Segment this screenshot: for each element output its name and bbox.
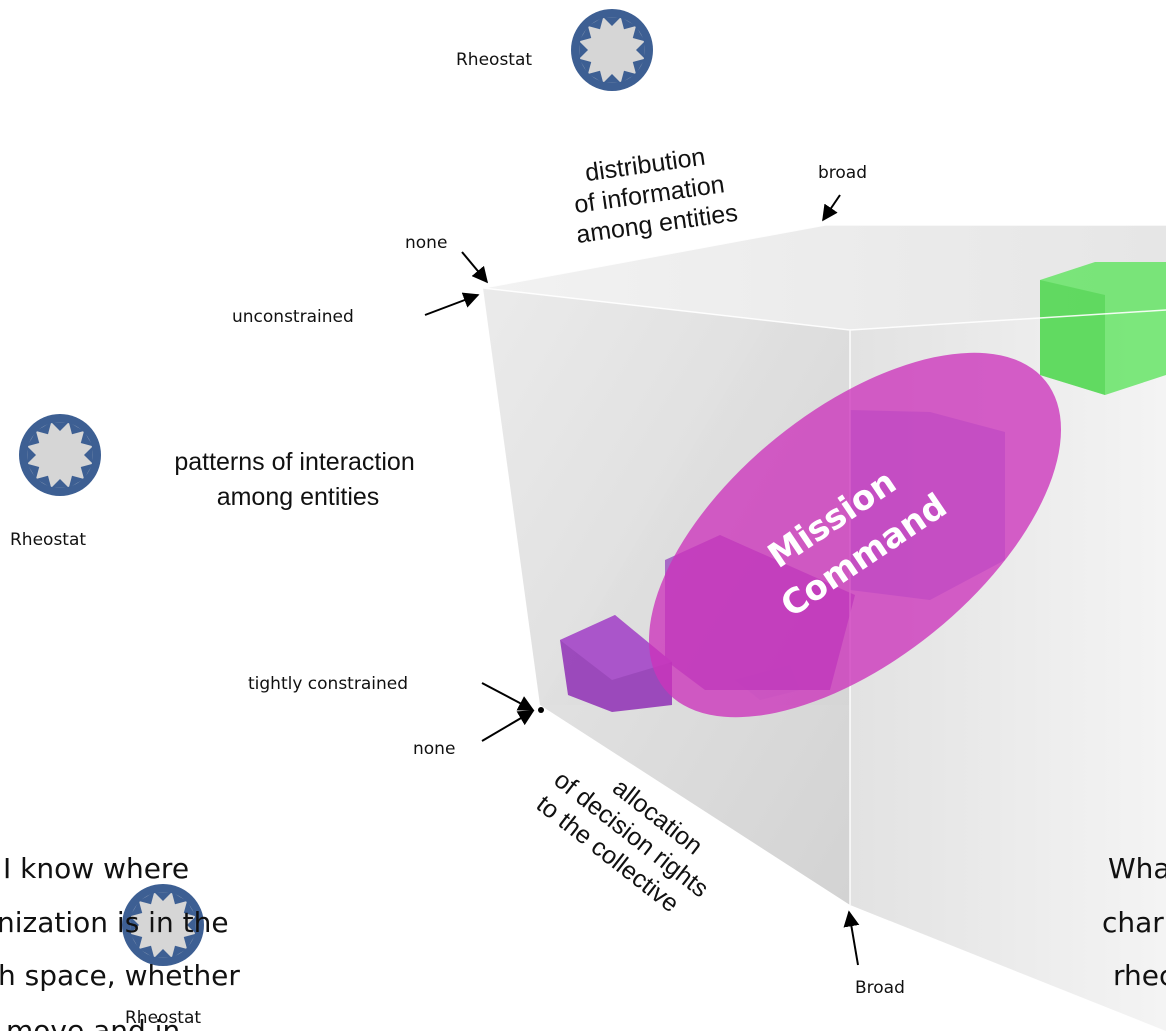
rheostat-tooth (579, 41, 588, 59)
rheostat-label-top: Rheostat (456, 50, 532, 70)
rheostat-icon (571, 9, 653, 91)
unconstrained-label: unconstrained (232, 307, 354, 327)
rheostat-tooth (154, 892, 172, 901)
rheostat-tooth (68, 475, 85, 488)
right-body-text: Wha char rhec (1102, 852, 1166, 992)
arrow-icon (424, 292, 480, 316)
green-box-face (1040, 280, 1105, 395)
purple-box-small-top (560, 615, 672, 680)
rheostat-tooth (84, 446, 93, 464)
arrow-icon (481, 682, 535, 711)
rheostat-tooth (183, 933, 196, 950)
information-axis-label: distribution of information among entiti… (566, 139, 739, 249)
rheostat-tooth (130, 916, 139, 934)
interaction-axis-label: patterns of interaction among entities (174, 448, 421, 511)
arrow-icon (461, 251, 489, 284)
mission-command-region: Mission Command (648, 352, 1062, 718)
rheostat-tooth (603, 17, 621, 26)
rheostat-tooth (51, 479, 69, 488)
arrow-icon (843, 910, 860, 966)
rheostat-tooth (587, 70, 604, 83)
rheostat-tooth (27, 430, 40, 447)
rheostat-tooth (183, 900, 196, 917)
rheostat-tooth (636, 41, 645, 59)
rheostat-tooth (68, 422, 85, 435)
arrow-icon (822, 194, 841, 222)
none-bottom-label: none (413, 739, 455, 759)
rheostat-tooth (27, 463, 40, 480)
rheostat-tooth (171, 945, 188, 958)
left-body-text: I know where nization is in the h space,… (0, 852, 249, 1031)
rheostat-tooth (579, 25, 592, 42)
arrow-icon (481, 710, 535, 742)
rheostat-tooth (632, 58, 645, 75)
origin-dot (538, 707, 544, 713)
annotation-arrows (424, 194, 860, 966)
rheostat-tooth (171, 892, 188, 905)
rheostat-tooth (154, 949, 172, 958)
rheostat-label-bottom: Rheostat (125, 1008, 201, 1028)
rheostat-tooth (620, 70, 637, 83)
rheostat-tooth (51, 422, 69, 431)
rheostat-tooth (579, 58, 592, 75)
rheostat-tooth (35, 422, 52, 435)
rheostat-tooth (130, 900, 143, 917)
rheostat-tooth (138, 892, 155, 905)
tightly-constrained-label: tightly constrained (248, 674, 408, 694)
rheostat-tooth (620, 17, 637, 30)
none-top-label: none (405, 233, 447, 253)
rheostat-tooth (587, 17, 604, 30)
cube-top-face (483, 225, 1166, 330)
rheostat-tooth (80, 430, 93, 447)
broad-top-label: broad (818, 163, 867, 183)
rheostat-label-left: Rheostat (10, 530, 86, 550)
rheostat-tooth (603, 74, 621, 83)
rheostat-tooth (187, 916, 196, 934)
rheostat-tooth (27, 446, 36, 464)
rheostat-tooth (35, 475, 52, 488)
cube-edges (482, 224, 1166, 905)
rheostat-tooth (130, 933, 143, 950)
rheostat-tooth (80, 463, 93, 480)
rheostat-icon (122, 884, 204, 966)
rheostat-tooth (632, 25, 645, 42)
broad-bottom-label: Broad (855, 978, 905, 998)
rheostat-icon (19, 414, 101, 496)
rheostat-tooth (138, 945, 155, 958)
